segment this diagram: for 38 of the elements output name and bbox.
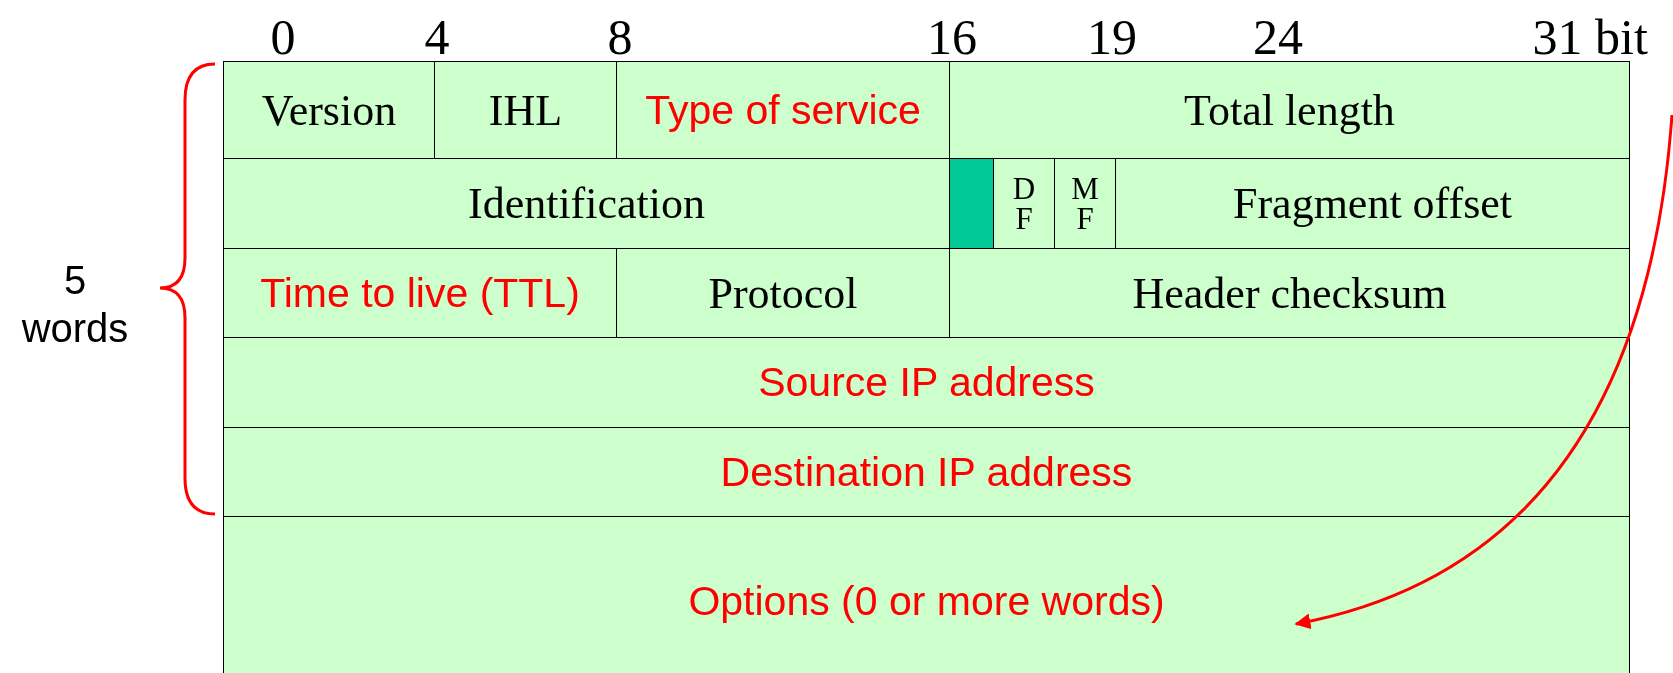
field-name: Protocol xyxy=(708,267,858,319)
header-field xyxy=(223,427,1630,517)
header-field xyxy=(949,61,1630,159)
header-field xyxy=(223,158,950,249)
header-field xyxy=(1115,158,1630,249)
brace-label: 5 words xyxy=(20,257,130,352)
header-field xyxy=(434,61,617,159)
field-name: M F xyxy=(1070,173,1100,234)
bit-position: 31 bit xyxy=(1532,12,1648,62)
bit-position: 4 xyxy=(424,12,450,62)
header-field xyxy=(223,516,1630,673)
reserved-bit-field xyxy=(949,158,994,249)
bit-position: 19 xyxy=(1087,12,1137,62)
field-name: Fragment offset xyxy=(1233,178,1512,229)
field-name: Identification xyxy=(468,178,705,229)
field-name: Header checksum xyxy=(1132,267,1447,319)
header-field xyxy=(223,61,435,159)
header-field xyxy=(949,248,1630,338)
header-field xyxy=(1054,158,1116,249)
field-name: Destination IP address xyxy=(720,448,1133,496)
bit-position: 24 xyxy=(1253,12,1303,62)
header-field xyxy=(616,248,950,338)
field-name: Source IP address xyxy=(758,359,1095,406)
header-field xyxy=(223,248,617,338)
field-name: Time to live (TTL) xyxy=(260,269,580,317)
field-name: D F xyxy=(1011,173,1037,234)
header-field xyxy=(616,61,950,159)
header-field xyxy=(993,158,1055,249)
arrow xyxy=(1294,114,1673,629)
field-name: Options (0 or more words) xyxy=(688,577,1165,625)
header-field xyxy=(223,337,1630,428)
field-name: Total length xyxy=(1184,84,1395,136)
bit-position: 16 xyxy=(927,12,977,62)
bit-position: 8 xyxy=(607,12,633,62)
field-name: Version xyxy=(261,84,397,136)
field-name: IHL xyxy=(488,84,563,136)
field-name: Type of service xyxy=(645,86,921,134)
bit-position: 0 xyxy=(270,12,296,62)
